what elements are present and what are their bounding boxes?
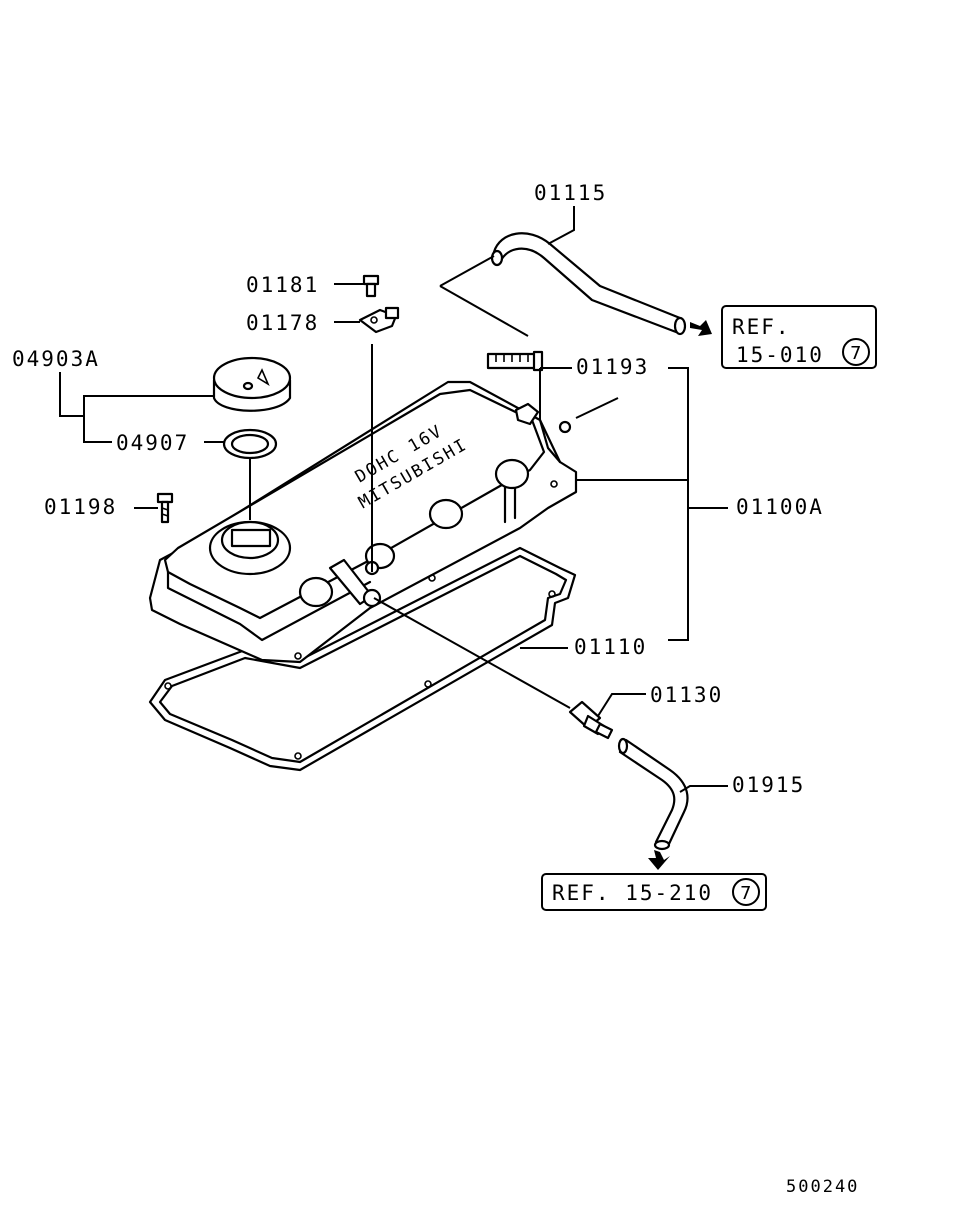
rocker-cover: DOHC 16V MITSUBISHI [148, 380, 578, 664]
leader-lines [59, 206, 728, 793]
label-04907: 04907 [116, 431, 189, 455]
oil-filler-cap [212, 356, 292, 412]
ref-box-15-010: REF. 15-010 7 [721, 305, 877, 369]
label-01193: 01193 [576, 355, 649, 379]
filler-cap-gasket [222, 428, 278, 460]
label-01110: 01110 [574, 635, 647, 659]
arrow-icon-ref2 [648, 850, 670, 870]
bolt-01181 [362, 274, 380, 298]
ref2-circle-number: 7 [740, 883, 751, 904]
label-04903A: 04903A [12, 347, 100, 371]
label-01198: 01198 [44, 495, 117, 519]
label-01178: 01178 [246, 311, 319, 335]
ref-box-15-210: REF. 15-210 7 [541, 873, 767, 911]
label-01130: 01130 [650, 683, 723, 707]
breather-hose-01115 [490, 232, 687, 336]
label-01100A: 01100A [736, 495, 824, 519]
clip-01193 [486, 350, 544, 372]
ref2-text: REF. 15-210 [552, 881, 713, 905]
ref1-line2: 15-010 [736, 343, 824, 367]
diagram-code: 500240 [786, 1177, 859, 1197]
pcv-hose-01915 [617, 737, 689, 851]
ref1-line1: REF. [732, 315, 791, 339]
label-01915: 01915 [732, 773, 805, 797]
pcv-valve-01130 [568, 700, 614, 740]
arrow-icon-ref1 [690, 320, 712, 336]
label-01181: 01181 [246, 273, 319, 297]
ref1-circle-number: 7 [850, 343, 861, 364]
bolt-01198 [156, 492, 174, 524]
label-01115: 01115 [534, 181, 607, 205]
bracket-01178 [358, 306, 400, 334]
